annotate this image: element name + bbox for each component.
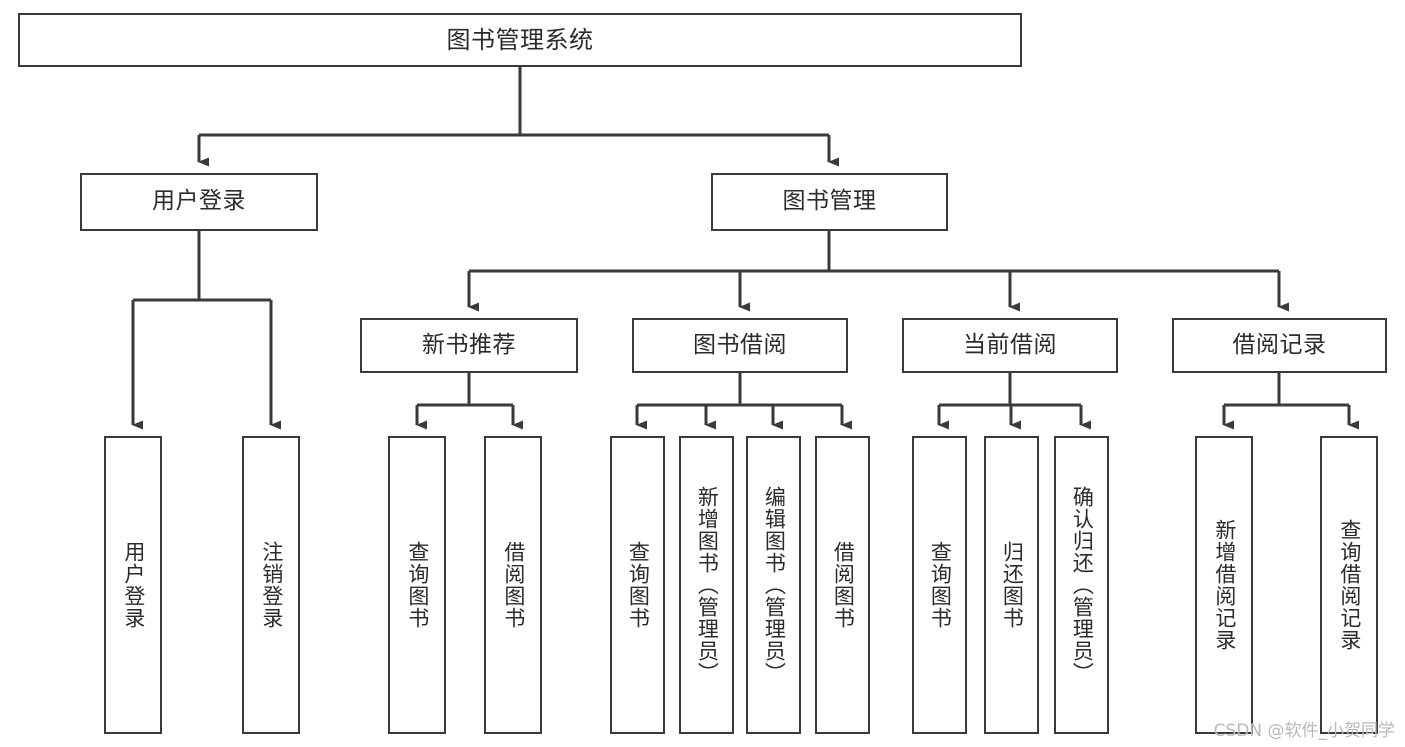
- node-leaf-query-book-rec[interactable]: 查询图书: [388, 436, 446, 734]
- node-book-borrow[interactable]: 图书借阅: [632, 318, 848, 373]
- node-leaf-return-book[interactable]: 归还图书: [984, 436, 1039, 734]
- node-leaf-edit-book[interactable]: 编辑图书（管理员）: [746, 436, 801, 734]
- node-book-manage[interactable]: 图书管理: [711, 173, 948, 231]
- node-leaf-query-book-borrow[interactable]: 查询图书: [610, 436, 665, 734]
- csdn-watermark: CSDN @软件_小贺同学: [1213, 721, 1395, 741]
- node-new-book-rec[interactable]: 新书推荐: [360, 318, 578, 373]
- node-leaf-query-book-current[interactable]: 查询图书: [912, 436, 967, 734]
- node-leaf-user-login[interactable]: 用户登录: [104, 436, 162, 734]
- node-leaf-borrow-book[interactable]: 借阅图书: [815, 436, 870, 734]
- node-borrow-record[interactable]: 借阅记录: [1172, 318, 1387, 373]
- node-leaf-add-record[interactable]: 新增借阅记录: [1195, 436, 1253, 734]
- node-leaf-borrow-book-rec[interactable]: 借阅图书: [484, 436, 542, 734]
- node-user-login[interactable]: 用户登录: [80, 173, 318, 231]
- node-leaf-confirm-return[interactable]: 确认归还（管理员）: [1054, 436, 1109, 734]
- node-current-borrow[interactable]: 当前借阅: [902, 318, 1118, 373]
- node-root[interactable]: 图书管理系统: [18, 13, 1022, 67]
- node-leaf-query-record[interactable]: 查询借阅记录: [1320, 436, 1378, 734]
- node-leaf-add-book[interactable]: 新增图书（管理员）: [679, 436, 734, 734]
- node-leaf-user-logout[interactable]: 注销登录: [242, 436, 300, 734]
